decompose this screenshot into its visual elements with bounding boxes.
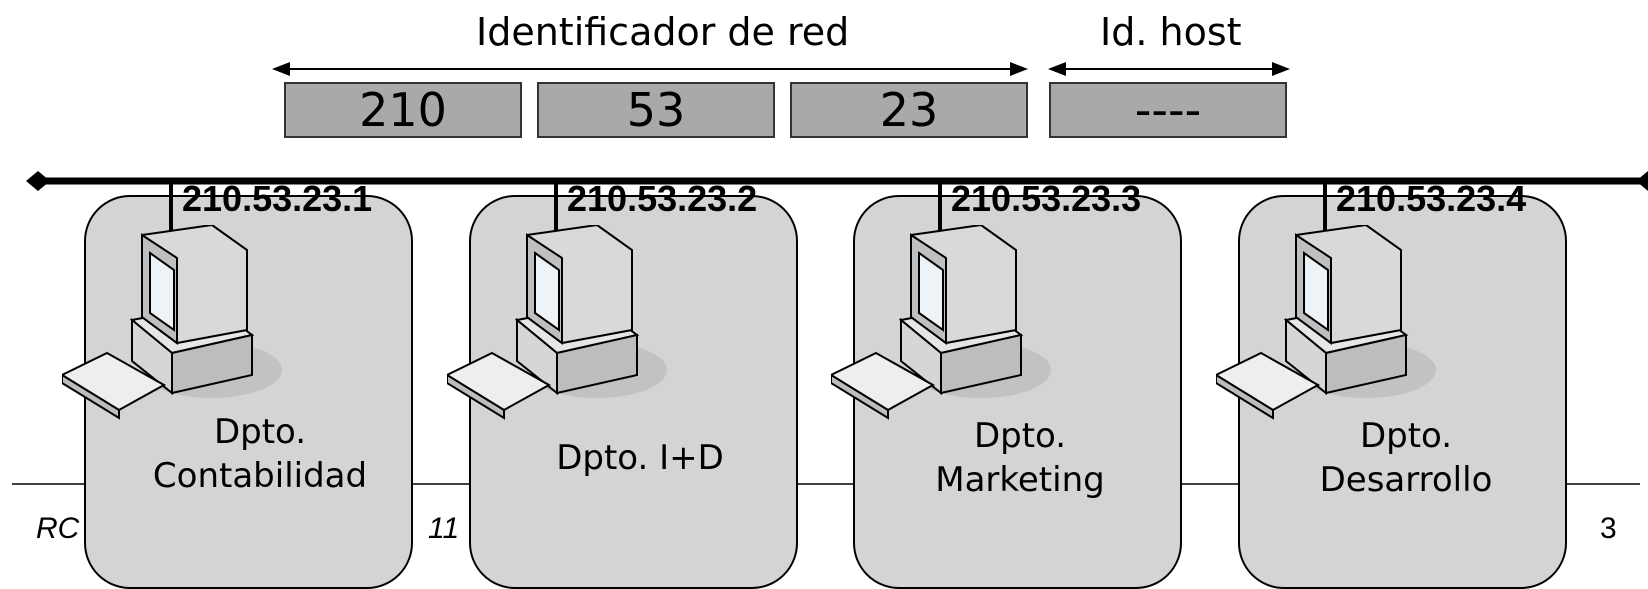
- network-bus: [26, 171, 1648, 232]
- desktop-computer-icon: [447, 225, 667, 420]
- desktop-computer-icon: [1216, 225, 1436, 420]
- footer-text-right: 11: [428, 512, 460, 545]
- bus-end-right: [1636, 171, 1648, 191]
- bus-end-left: [26, 171, 50, 191]
- dept-name-marketing: Dpto. Marketing: [880, 414, 1160, 502]
- host-id-label: Id. host: [1100, 10, 1242, 54]
- ip-address-2: 210.53.23.2: [567, 178, 758, 219]
- dept-name-line1: Dpto.: [1359, 416, 1453, 456]
- address-segment-host: ----: [1049, 82, 1287, 138]
- network-id-label: Identificador de red: [476, 10, 850, 54]
- address-segment-2: 53: [537, 82, 775, 138]
- dept-name-line2: Marketing: [935, 460, 1105, 500]
- desktop-computer-icon: [62, 225, 282, 420]
- dept-name-line1: Dpto.: [213, 412, 307, 452]
- ip-address-3: 210.53.23.3: [951, 178, 1142, 219]
- address-segment-3: 23: [790, 82, 1028, 138]
- dept-name-line2: Contabilidad: [152, 456, 368, 496]
- page-number: 3: [1600, 512, 1617, 545]
- dept-name-line1: Dpto. I+D: [556, 438, 724, 478]
- network-id-arrow: [272, 62, 1028, 76]
- address-segment-1: 210: [284, 82, 522, 138]
- dept-name-id: Dpto. I+D: [510, 436, 770, 480]
- footer-text-left: RC: [36, 512, 80, 545]
- dept-name-line2: Desarrollo: [1319, 460, 1493, 500]
- desktop-computer-icon: [831, 225, 1051, 420]
- dept-name-line1: Dpto.: [973, 416, 1067, 456]
- dept-name-contabilidad: Dpto. Contabilidad: [120, 410, 400, 498]
- dept-name-desarrollo: Dpto. Desarrollo: [1266, 414, 1546, 502]
- host-id-arrow: [1048, 62, 1290, 76]
- ip-address-1: 210.53.23.1: [182, 178, 373, 219]
- ip-address-4: 210.53.23.4: [1336, 178, 1527, 219]
